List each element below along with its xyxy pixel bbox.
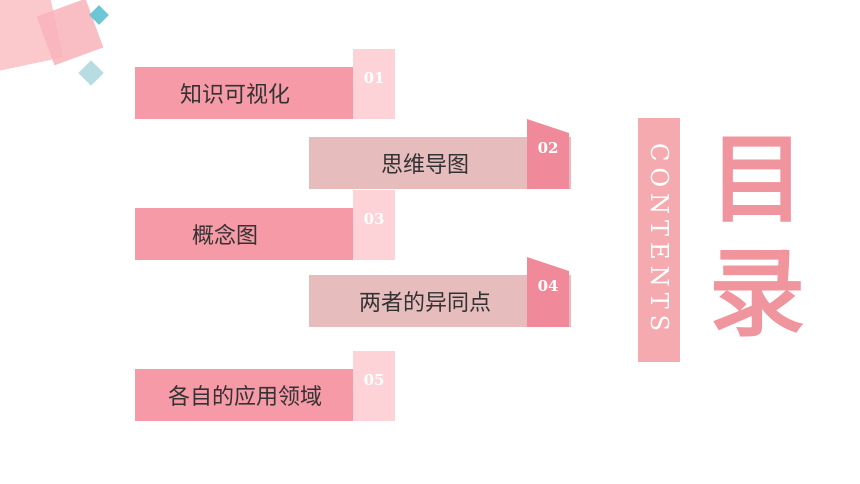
menu-item-number: 05 — [363, 371, 385, 389]
menu-item-label: 概念图 — [191, 224, 258, 249]
menu-item-1[interactable]: 知识可视化 — [135, 67, 395, 119]
menu-item-5[interactable]: 各自的应用领域 — [135, 369, 395, 421]
menu-item-number-tab: 03 — [353, 190, 395, 260]
menu-item-number-tab: 02 — [527, 119, 569, 189]
menu-item-label: 两者的异同点 — [358, 291, 491, 316]
corner-square-teal-light — [78, 60, 104, 86]
menu-item-number: 02 — [537, 139, 559, 157]
menu-item-number-tab: 04 — [527, 257, 569, 327]
menu-item-3[interactable]: 概念图 — [135, 208, 395, 260]
menu-item-number-tab: 01 — [353, 49, 395, 119]
contents-banner: CONTENTS — [638, 118, 680, 362]
menu-item-number: 01 — [363, 69, 385, 87]
contents-label: CONTENTS — [645, 142, 673, 337]
menu-item-label: 思维导图 — [380, 153, 469, 178]
title-char-lu: 录 — [709, 238, 805, 350]
menu-item-label: 各自的应用领域 — [167, 385, 322, 410]
menu-item-number: 04 — [537, 277, 559, 295]
title-char-mu: 目 — [709, 124, 805, 236]
menu-item-number-tab: 05 — [353, 351, 395, 421]
menu-item-label: 知识可视化 — [179, 83, 290, 108]
menu-item-number: 03 — [363, 210, 385, 228]
